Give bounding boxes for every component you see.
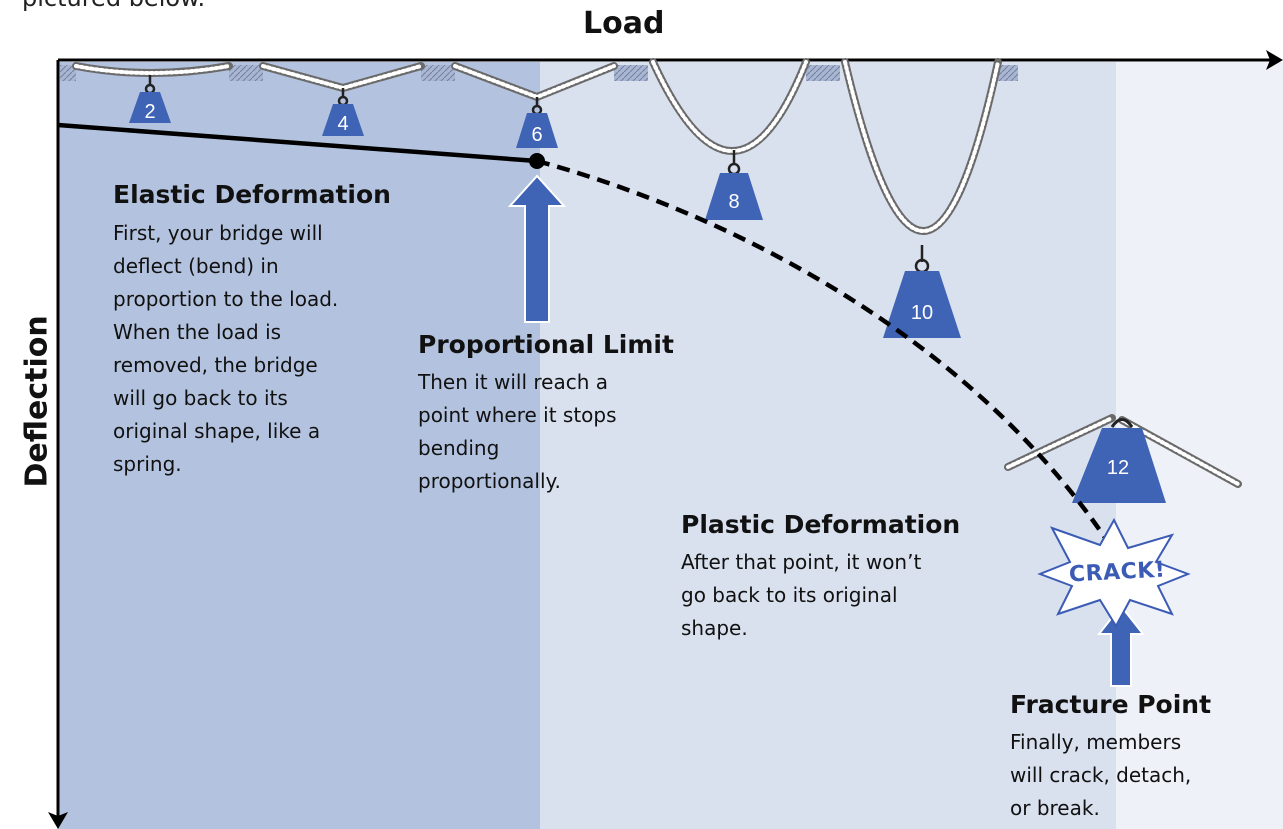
x-axis-arrowhead — [1266, 50, 1283, 70]
elastic-line-7: original shape, like a — [113, 419, 321, 443]
intro-text: pictured below. — [22, 0, 205, 12]
weight-6: 6 — [516, 97, 558, 148]
fracture-line-2: will crack, detach, — [1010, 763, 1192, 787]
plastic-line-2: go back to its original — [681, 583, 898, 607]
elastic-line-1: First, your bridge will — [113, 221, 323, 245]
crack-starburst — [1037, 517, 1191, 629]
elastic-title: Elastic Deformation — [113, 180, 391, 209]
plastic-line-1: After that point, it won’t — [681, 550, 922, 574]
weight-12: 12 — [1072, 418, 1166, 503]
fracture-line-3: or break. — [1010, 796, 1100, 820]
plastic-region — [540, 62, 1116, 829]
weight-10: 10 — [883, 245, 961, 338]
weight-2-label: 2 — [144, 101, 155, 123]
fracture-line-1: Finally, members — [1010, 730, 1182, 754]
weight-12-label: 12 — [1107, 457, 1129, 479]
fracture-title: Fracture Point — [1010, 690, 1212, 719]
weight-6-label: 6 — [531, 124, 542, 146]
elastic-line-6: will go back to its — [113, 386, 288, 410]
y-axis-arrowhead — [48, 812, 68, 829]
proportional-line-4: proportionally. — [418, 469, 561, 493]
proportional-line-3: bending — [418, 436, 500, 460]
weight-2: 2 — [129, 75, 171, 123]
weight-4-label: 4 — [337, 113, 348, 135]
weight-4: 4 — [322, 88, 364, 136]
proportional-limit-arrow — [507, 174, 567, 323]
proportional-line-2: point where it stops — [418, 403, 617, 427]
proportional-line-1: Then it will reach a — [418, 370, 608, 394]
y-axis-label: Deflection — [19, 315, 55, 488]
crack-label: CRACK! — [1068, 557, 1166, 588]
plastic-title: Plastic Deformation — [681, 510, 961, 539]
bridge-chains — [72, 58, 1242, 488]
plastic-line-3: shape. — [681, 616, 748, 640]
fracture-point-arrow — [1096, 604, 1146, 687]
weight-10-label: 10 — [911, 302, 933, 324]
elastic-line-8: spring. — [113, 452, 182, 476]
proportional-title: Proportional Limit — [418, 330, 674, 359]
elastic-line-4: When the load is — [113, 320, 282, 344]
bridge-supports — [60, 65, 1018, 81]
elastic-line-5: removed, the bridge — [113, 353, 318, 377]
elastic-curve — [57, 122, 538, 164]
plastic-curve — [536, 158, 1112, 547]
weight-8: 8 — [705, 150, 763, 220]
weight-8-label: 8 — [728, 191, 739, 213]
elastic-region — [58, 62, 540, 829]
proportional-limit-point — [529, 153, 545, 169]
elastic-line-3: proportion to the load. — [113, 287, 339, 311]
x-axis-label: Load — [583, 6, 665, 41]
elastic-line-2: deflect (bend) in — [113, 254, 279, 278]
